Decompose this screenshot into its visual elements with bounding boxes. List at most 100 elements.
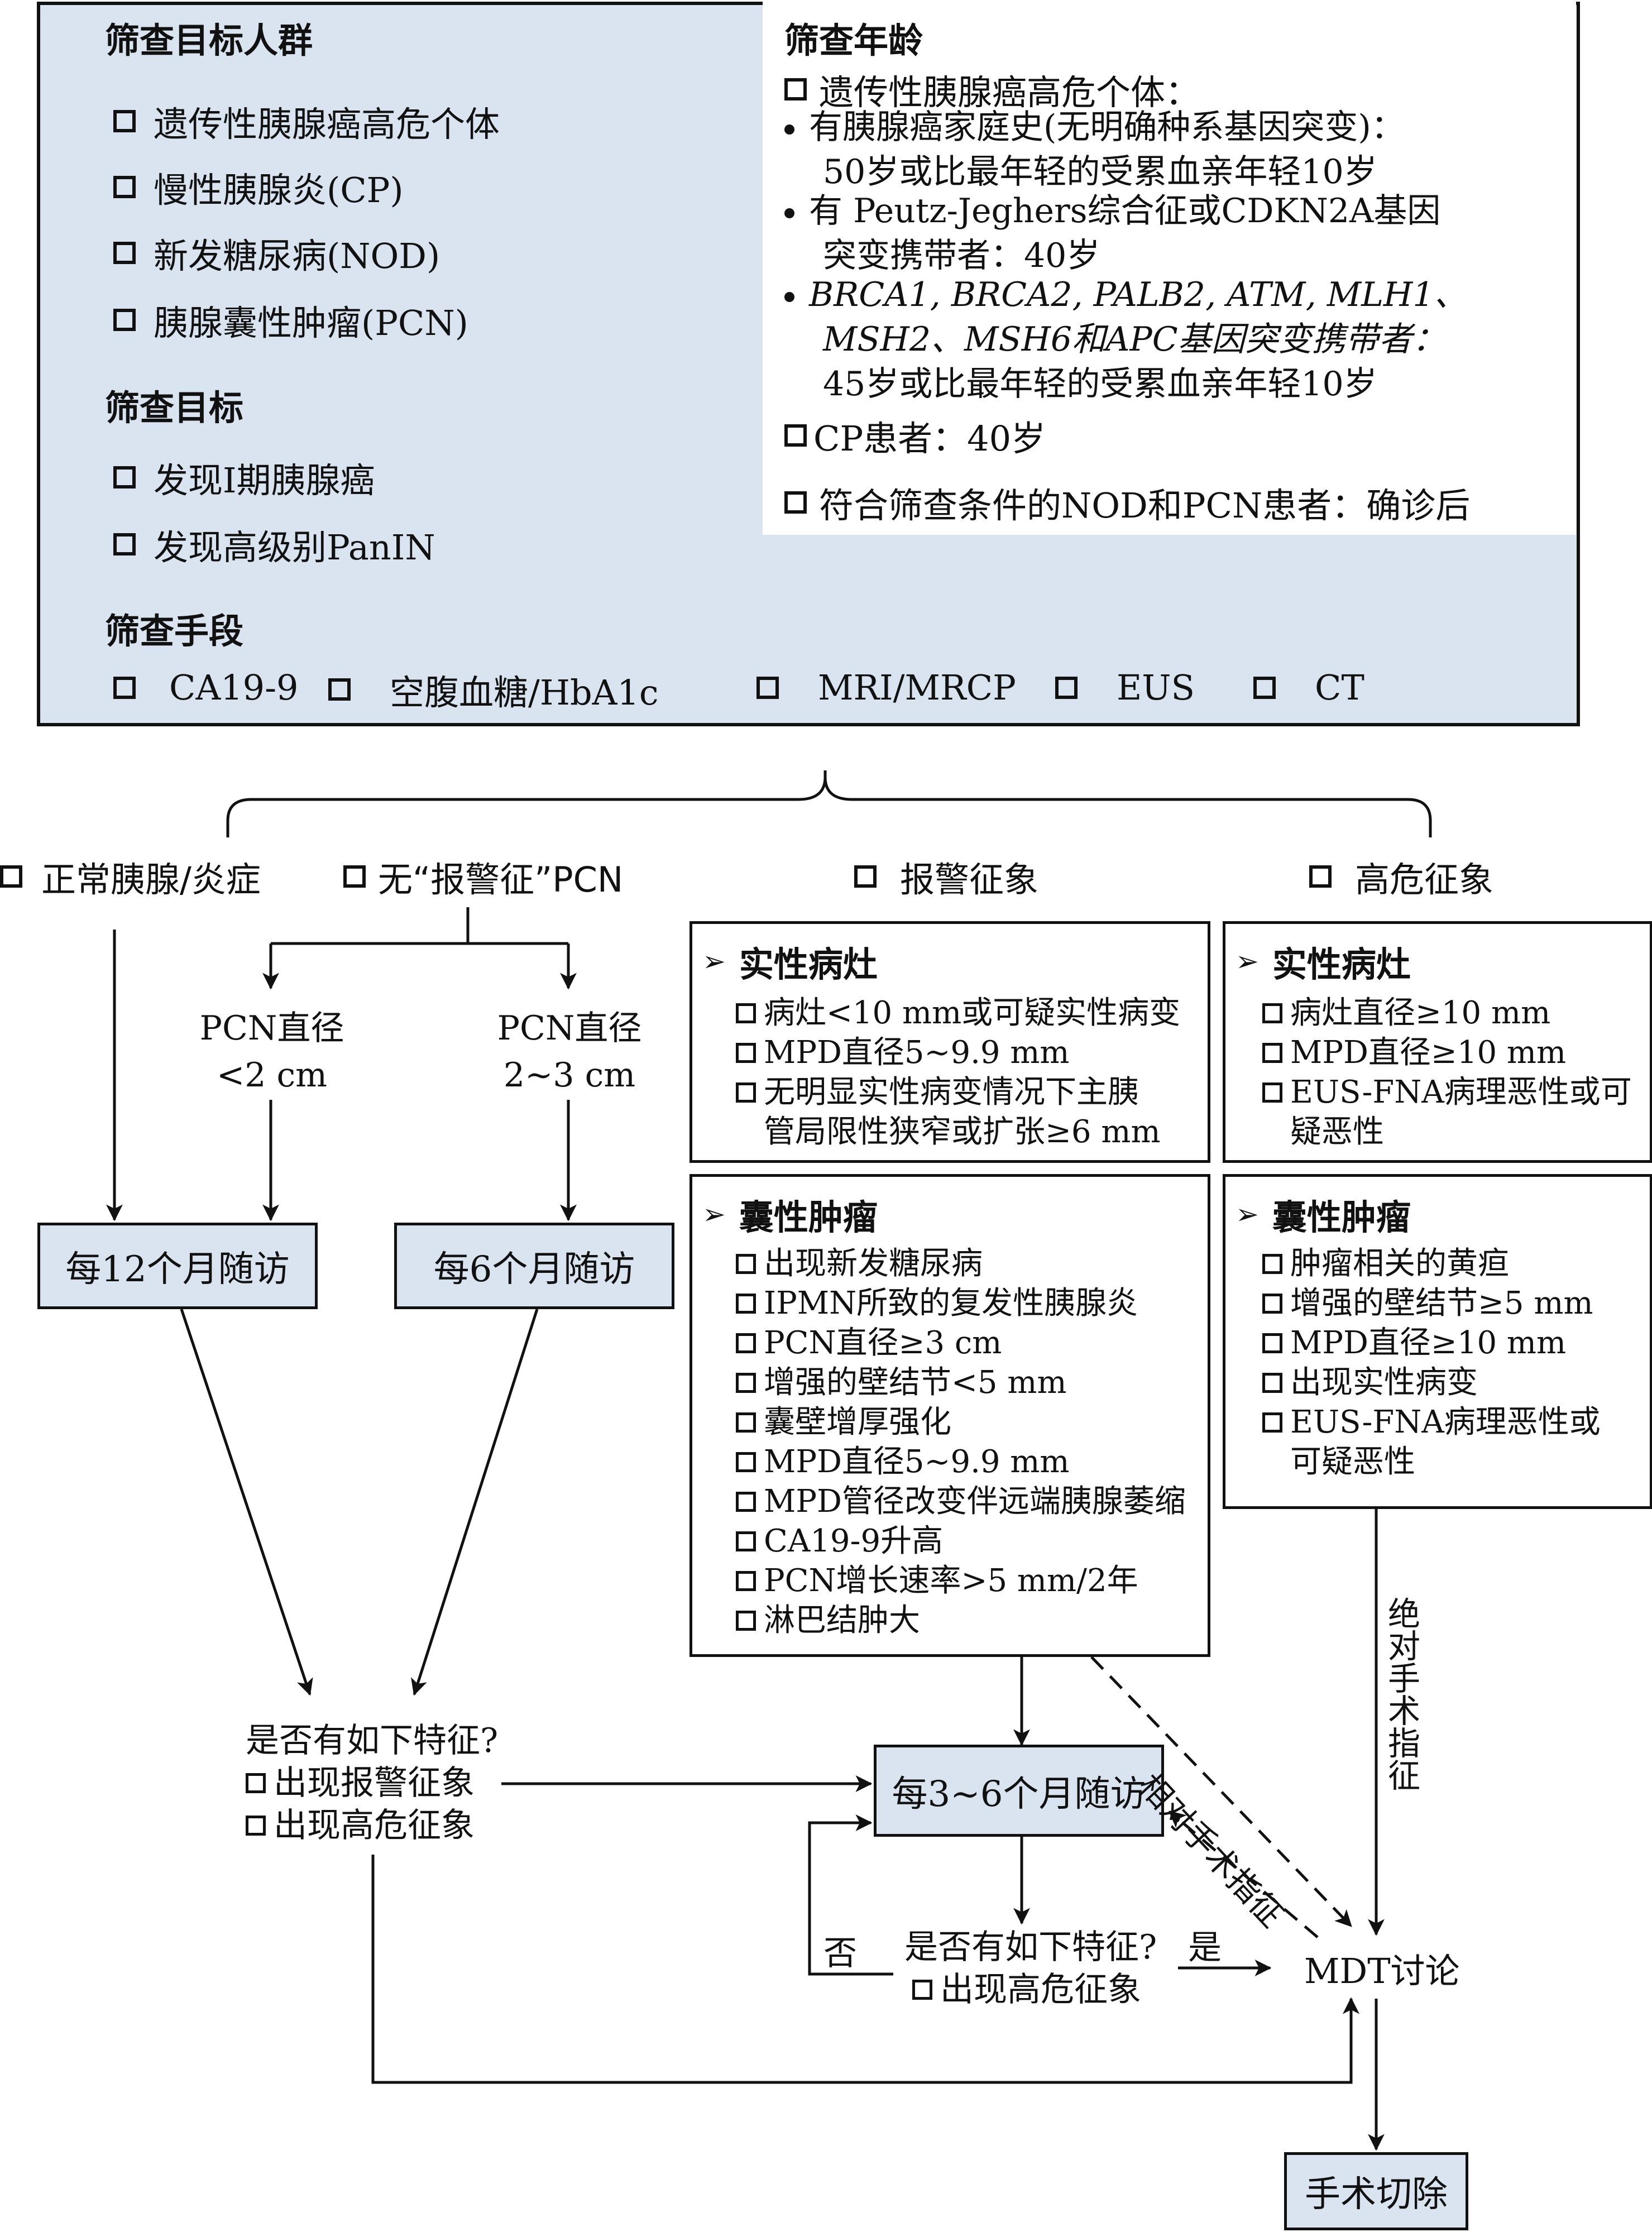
checkbox-icon (1309, 865, 1332, 888)
alarm-solid-item: 无明显实性病变情况下主胰管局限性狭窄或扩张≥6 mm (736, 1072, 1208, 1152)
age-bullet-peutz-jeghers: 有 Peutz-Jeghers综合征或CDKN2A基因 突变携带者：40岁 (784, 189, 1440, 278)
alarm-cyst-item: 囊壁增厚强化 (736, 1402, 1208, 1442)
alarm-solid-lesion-box: ➢实性病灶 病灶<10 mm或可疑实性病变 MPD直径5~9.9 mm 无明显实… (689, 921, 1210, 1163)
checkbox-icon (736, 1003, 756, 1023)
follow-up-3-6-months: 每3~6个月随访 (874, 1745, 1164, 1837)
alarm-cyst-title: ➢囊性肿瘤 (702, 1197, 878, 1238)
target-item: 胰腺囊性肿瘤(PCN) (113, 295, 468, 345)
high-cyst-item: 增强的壁结节≥5 mm (1262, 1283, 1650, 1323)
high-solid-title: ➢实性病灶 (1236, 944, 1411, 985)
high-risk-cystic-tumor-box: ➢囊性肿瘤 肿瘤相关的黄疸 增强的壁结节≥5 mm MPD直径≥10 mm 出现… (1223, 1174, 1652, 1509)
checkbox-icon (113, 110, 136, 132)
means-item: EUS (1055, 667, 1195, 708)
checkbox-icon (736, 1294, 756, 1314)
high-cyst-item: 出现实性病变 (1262, 1363, 1650, 1402)
checkbox-icon (1262, 1333, 1282, 1353)
checkbox-icon (736, 1611, 756, 1631)
target-item: 遗传性胰腺癌高危个体 (113, 96, 500, 146)
means-item: 空腹血糖/HbA1c (328, 664, 659, 715)
means-item: MRI/MRCP (756, 667, 1016, 708)
checkbox-icon (113, 309, 136, 331)
alarm-solid-item: 病灶<10 mm或可疑实性病变 (736, 993, 1208, 1033)
category-high-risk: 高危征象 (1309, 851, 1493, 902)
mdt-discussion: MDT讨论 (1301, 1943, 1463, 1993)
alarm-cyst-item: IPMN所致的复发性胰腺炎 (736, 1283, 1208, 1323)
checkbox-icon (736, 1492, 756, 1512)
yes-label: 是 (1188, 1928, 1222, 1967)
alarm-solid-title: ➢实性病灶 (702, 944, 878, 985)
alarm-solid-item: MPD直径5~9.9 mm (736, 1033, 1208, 1072)
checkbox-icon (1262, 1373, 1282, 1393)
checkbox-icon (246, 1816, 266, 1836)
arrowhead-bullet-icon: ➢ (1236, 945, 1259, 978)
bullet-icon (784, 292, 794, 303)
high-cyst-title: ➢囊性肿瘤 (1236, 1197, 1411, 1238)
target-item: 慢性胰腺炎(CP) (113, 162, 404, 212)
target-item: 新发糖尿病(NOD) (113, 228, 440, 278)
checkbox-icon (1262, 1003, 1282, 1023)
checkbox-icon (736, 1373, 756, 1393)
check-features-1: 是否有如下特征? 出现报警征象 出现高危征象 (246, 1719, 498, 1847)
screening-means-title: 筛查手段 (105, 611, 244, 652)
bullet-icon (784, 208, 794, 219)
category-alarm: 报警征象 (854, 851, 1038, 902)
alarm-cyst-item: 出现新发糖尿病 (736, 1244, 1208, 1283)
screening-age-title: 筛查年龄 (784, 20, 923, 61)
check2-question: 是否有如下特征? (904, 1928, 1157, 1967)
checkbox-icon (1262, 1043, 1282, 1063)
screening-goal-title: 筛查目标 (105, 387, 244, 428)
checkbox-icon (784, 78, 807, 100)
checkbox-icon (113, 176, 136, 198)
high-solid-item: MPD直径≥10 mm (1262, 1033, 1650, 1072)
arrowhead-bullet-icon: ➢ (1236, 1198, 1259, 1230)
checkbox-icon (113, 533, 136, 555)
checkbox-icon (736, 1412, 756, 1433)
high-risk-solid-lesion-box: ➢实性病灶 病灶直径≥10 mm MPD直径≥10 mm EUS-FNA病理恶性… (1223, 921, 1652, 1163)
arrowhead-bullet-icon: ➢ (702, 1198, 726, 1230)
alarm-cyst-item: MPD直径5~9.9 mm (736, 1442, 1208, 1482)
absolute-surgery-indication-label: 绝对手术指征 (1382, 1597, 1421, 1791)
checkbox-icon (854, 865, 877, 888)
pcn-small-label: PCN直径<2 cm (197, 1005, 347, 1099)
checkbox-icon (246, 1773, 266, 1793)
goal-item: 发现Ⅰ期胰腺癌 (113, 452, 375, 502)
checkbox-icon (113, 676, 136, 699)
age-cp: CP患者：40岁 (784, 410, 1046, 461)
checkbox-icon (736, 1531, 756, 1551)
alarm-cyst-item: 增强的壁结节<5 mm (736, 1363, 1208, 1402)
checkbox-icon (1262, 1412, 1282, 1433)
high-cyst-item: EUS-FNA病理恶性或可疑恶性 (1262, 1402, 1650, 1482)
alarm-cyst-item: PCN直径≥3 cm (736, 1323, 1208, 1363)
screening-age-panel (763, 2, 1576, 535)
check1-item: 出现报警征象 (246, 1762, 498, 1804)
high-solid-item: 病灶直径≥10 mm (1262, 993, 1650, 1033)
surgical-resection: 手术切除 (1284, 2152, 1468, 2230)
alarm-cyst-item: 淋巴结肿大 (736, 1601, 1208, 1640)
check1-item: 出现高危征象 (246, 1804, 498, 1847)
checkbox-icon (736, 1254, 756, 1274)
checkbox-icon (736, 1083, 756, 1103)
alarm-cyst-item: CA19-9升高 (736, 1521, 1208, 1561)
checkbox-icon (736, 1452, 756, 1472)
checkbox-icon (113, 466, 136, 488)
alarm-cyst-item: MPD管径改变伴远端胰腺萎缩 (736, 1482, 1208, 1521)
checkbox-icon (1262, 1294, 1282, 1314)
checkbox-icon (343, 865, 366, 888)
checkbox-icon (784, 424, 807, 447)
checkbox-icon (912, 1980, 932, 2000)
follow-up-12-months: 每12个月随访 (37, 1223, 318, 1309)
check2-item: 出现高危征象 (904, 1968, 1157, 2011)
checkbox-icon (1253, 676, 1276, 699)
means-item: CA19-9 (113, 667, 299, 708)
checkbox-icon (736, 1043, 756, 1063)
age-bullet-family-history: 有胰腺癌家庭史(无明确种系基因突变)： 50岁或比最年轻的受累血亲年轻10岁 (784, 105, 1405, 194)
follow-up-6-months: 每6个月随访 (394, 1223, 674, 1309)
high-cyst-item: 肿瘤相关的黄疸 (1262, 1244, 1650, 1283)
checkbox-icon (328, 678, 351, 701)
category-normal: 正常胰腺/炎症 (0, 851, 261, 902)
checkbox-icon (1262, 1254, 1282, 1274)
check1-question: 是否有如下特征? (246, 1721, 499, 1760)
high-solid-item: EUS-FNA病理恶性或可疑恶性 (1262, 1072, 1650, 1152)
target-population-title: 筛查目标人群 (105, 20, 313, 61)
